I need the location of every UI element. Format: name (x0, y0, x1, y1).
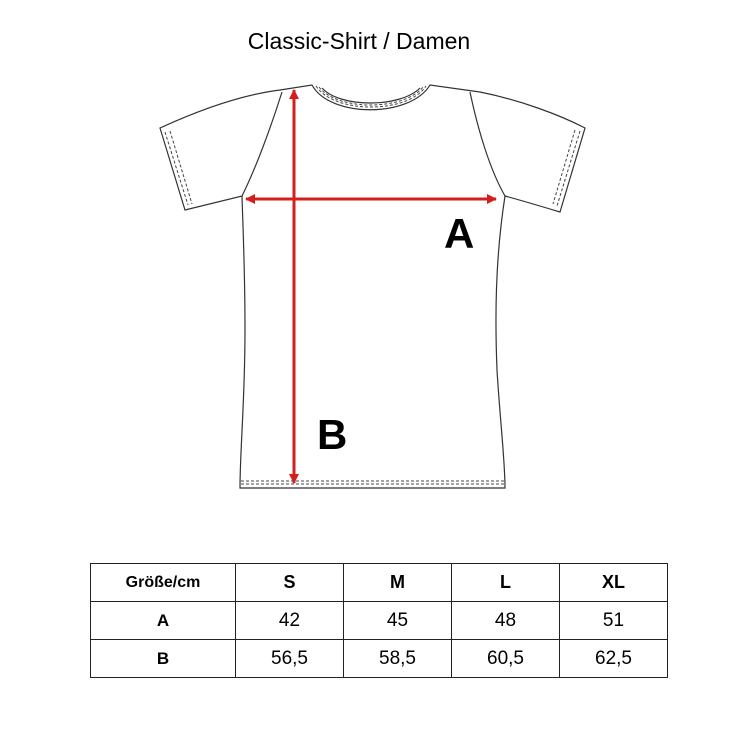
left-shoulder-seam (241, 91, 283, 197)
dimension-label-b: B (317, 411, 348, 458)
row-label-a: A (90, 601, 236, 640)
header-cell-xl: XL (559, 563, 668, 602)
shirt-body-outline (159, 84, 586, 489)
header-cell-m: M (343, 563, 452, 602)
left-cuff-stitch-2 (169, 130, 193, 205)
shirt-outline (159, 84, 586, 489)
table-cell: 42 (235, 601, 344, 640)
row-label-b: B (90, 639, 236, 678)
table-cell: 60,5 (451, 639, 560, 678)
page-title: Classic-Shirt / Damen (247, 28, 471, 54)
stitching (164, 85, 581, 485)
measure-arrows (245, 89, 497, 484)
table-cell: 62,5 (559, 639, 668, 678)
right-cuff-stitch-2 (552, 129, 576, 205)
right-cuff-stitch-1 (556, 130, 581, 207)
table-cell: 51 (559, 601, 668, 640)
dimension-label-a: A (444, 210, 475, 257)
size-table: Größe/cm S M L XL A 42 45 48 51 B 56,5 5… (90, 563, 668, 678)
table-cell: 58,5 (343, 639, 452, 678)
neckline-inner (321, 87, 421, 104)
table-cell: 48 (451, 601, 560, 640)
table-header-row: Größe/cm S M L XL (90, 563, 668, 602)
header-cell-size: Größe/cm (90, 563, 236, 602)
neck-stitch-2 (318, 86, 424, 106)
table-cell: 45 (343, 601, 452, 640)
header-cell-l: L (451, 563, 560, 602)
left-cuff-stitch-1 (164, 131, 189, 206)
neck-stitch-1 (315, 85, 427, 108)
header-cell-s: S (235, 563, 344, 602)
right-shoulder-seam (469, 91, 506, 197)
table-row: B 56,5 58,5 60,5 62,5 (90, 639, 668, 678)
table-cell: 56,5 (235, 639, 344, 678)
table-row: A 42 45 48 51 (90, 601, 668, 640)
